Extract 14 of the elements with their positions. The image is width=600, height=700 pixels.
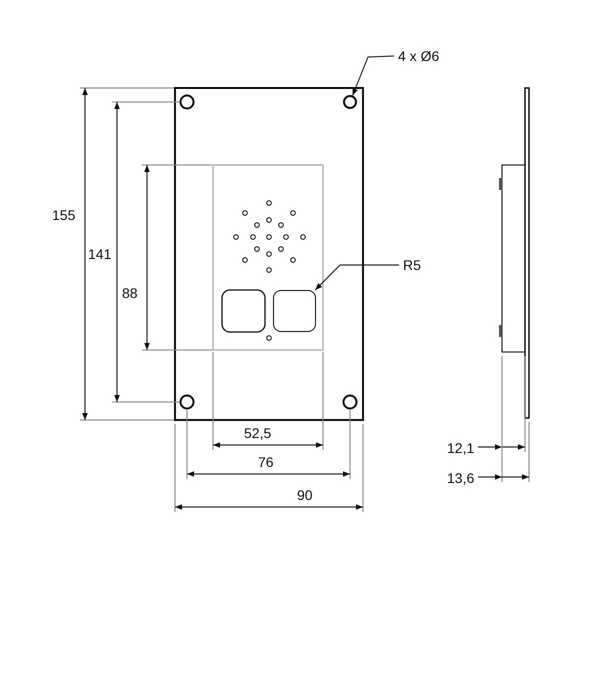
dimension-label: 76 [258, 454, 274, 470]
button-cutout [273, 290, 316, 332]
dimension-label: 12,1 [447, 440, 474, 456]
leader-line [352, 56, 394, 96]
leader-line [314, 264, 400, 290]
dimension-label: 141 [88, 246, 112, 262]
dimension-label: 155 [52, 207, 76, 223]
dimension-label: 52,5 [244, 425, 272, 441]
dimension-label: 13,6 [447, 470, 474, 486]
dimension-label: 90 [297, 487, 313, 503]
dimension-label: 88 [122, 285, 138, 301]
mounting-hole [343, 95, 357, 109]
callout-text: R5 [403, 257, 421, 273]
callout-text: 4 x Ø6 [398, 48, 440, 64]
